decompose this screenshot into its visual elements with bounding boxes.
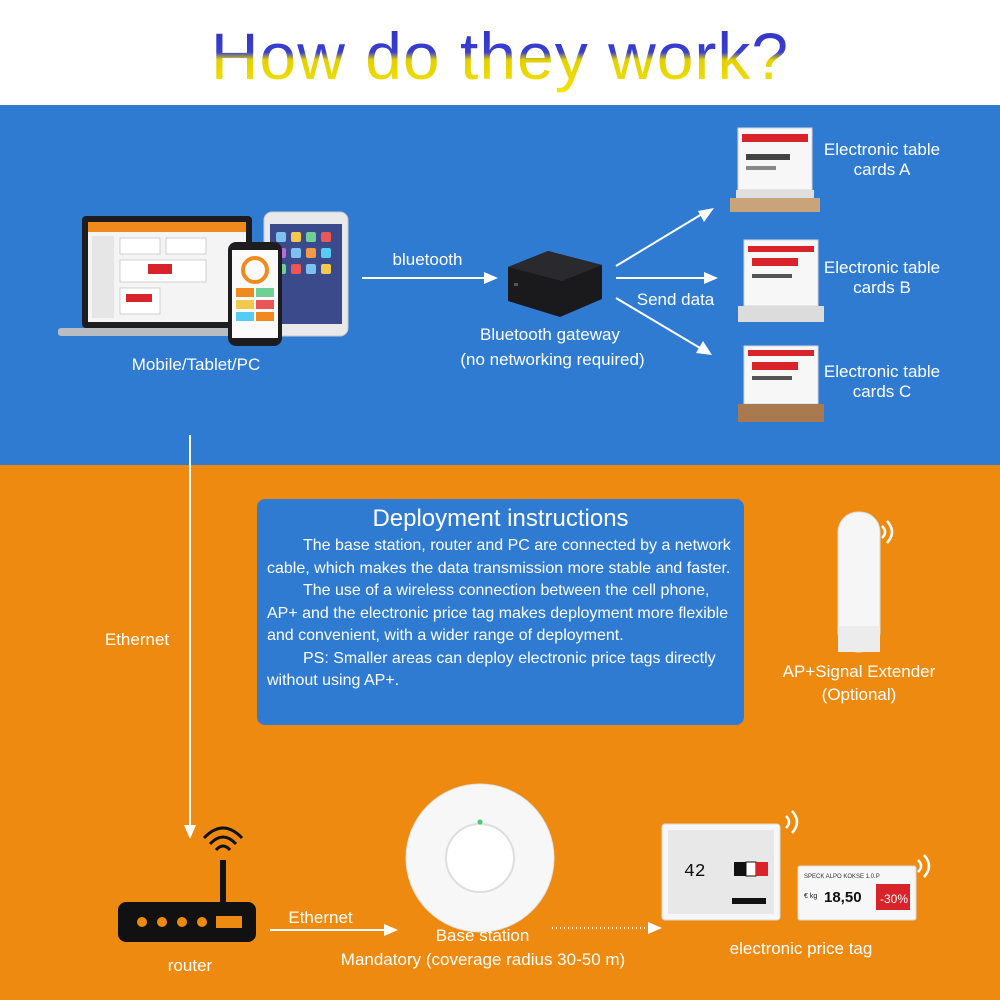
extender-label: AP+Signal Extender (Optional) (782, 662, 936, 704)
price-tag-b-unit: € kg (804, 893, 817, 900)
send-data-label: Send data (636, 290, 715, 309)
gateway-note: (no networking required) (460, 350, 645, 369)
base-station (405, 783, 555, 933)
status-led (477, 819, 483, 825)
price-tag-b-discount: -30% (880, 892, 908, 906)
deployment-paragraph-2: The use of a wireless connection between… (267, 582, 729, 644)
router (118, 826, 256, 942)
price-tag-b-signal-icon (917, 854, 931, 878)
header: How do they work? (0, 0, 1000, 105)
deployment-instructions: Deployment instructions The base station… (257, 499, 744, 725)
devices-label: Mobile/Tablet/PC (131, 355, 261, 374)
gateway-label: Bluetooth gateway (480, 325, 620, 344)
laptop-sidebar (92, 236, 114, 318)
ethernet-vertical-label: Ethernet (104, 630, 170, 649)
price-tag-a-number: 42 (684, 862, 706, 882)
signal-extender (837, 511, 894, 653)
price-tag-b-price: 18,50 (824, 889, 862, 906)
devices-illustration (58, 211, 349, 346)
wifi-signal-icon (881, 525, 887, 539)
send-data-arrows (615, 208, 718, 355)
bluetooth-link-label: bluetooth (392, 250, 463, 269)
router-label: router (167, 956, 213, 975)
page-title: How do they work? (0, 18, 1000, 94)
card-b-label: Electronic table cards B (823, 258, 941, 297)
wireless-arrow (552, 922, 662, 934)
deployment-title: Deployment instructions (372, 505, 629, 532)
price-tag-label: electronic price tag (729, 939, 873, 958)
table-card-a (730, 127, 820, 212)
bluetooth-gateway (508, 251, 602, 317)
table-card-c (738, 345, 824, 422)
deployment-paragraph-3: PS: Smaller areas can deploy electronic … (267, 649, 716, 690)
deployment-paragraph-1: The base station, router and PC are conn… (267, 537, 731, 577)
ethernet-horizontal-arrow (270, 924, 398, 936)
ethernet-vertical-arrow (184, 435, 196, 839)
ethernet-horizontal-label: Ethernet (288, 908, 353, 927)
price-tag-b-header: SPECK ALPO KOKSE 1.0.P (804, 874, 880, 880)
price-tag-b: SPECK ALPO KOKSE 1.0.P € kg 18,50 -30% (797, 865, 917, 921)
bluetooth-arrow (362, 272, 498, 284)
table-card-b (738, 239, 824, 322)
price-tag-a: 42 (661, 823, 781, 921)
price-tag-a-signal-icon (785, 810, 799, 834)
base-station-note: Mandatory (coverage radius 30-50 m) (340, 950, 626, 969)
base-station-label: Base station (435, 926, 530, 945)
laptop-base (58, 328, 272, 336)
card-c-label: Electronic table cards C (823, 362, 941, 401)
router-signal-icon (214, 844, 232, 852)
laptop-app-header (88, 222, 246, 232)
card-a-label: Electronic table cards A (823, 140, 941, 179)
